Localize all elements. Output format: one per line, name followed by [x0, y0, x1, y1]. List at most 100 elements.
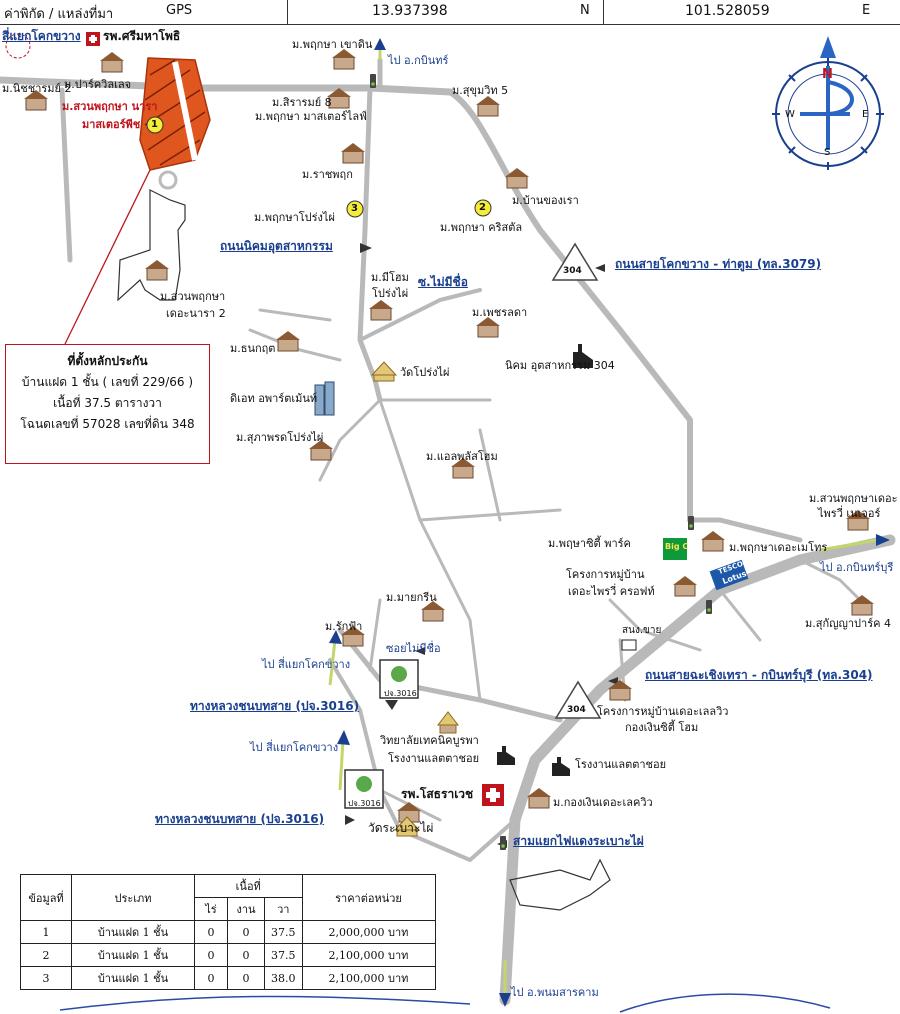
marker-2: 2 [479, 202, 486, 213]
compass-e: E [862, 109, 869, 120]
location-label: ค่าพิกัด / แหล่งที่มา [4, 7, 114, 22]
marker-3: 3 [351, 203, 358, 214]
label-kongngern-lakeview: ม.กองเงินเดอะเลควิว [553, 796, 653, 809]
cell-rai: 0 [194, 943, 228, 967]
label-college-1: วิทยาลัยเทคนิคบูรพา [380, 734, 479, 747]
house-icons [25, 56, 873, 823]
header-type: ประเภท [71, 874, 195, 921]
cell-ngan: 0 [227, 943, 265, 967]
label-big-c: Big C [665, 542, 689, 551]
label-mihome-1: ม.มีโฮม [371, 271, 409, 284]
cell-rai: 0 [194, 966, 228, 990]
label-soi-nameless: ซ.ไม่มีชื่อ [418, 275, 468, 289]
header-rai: ไร่ [194, 897, 228, 921]
header-wa: วา [264, 897, 303, 921]
label-rural-road-a: ทางหลวงชนบทสาย (ปจ.3016) [190, 699, 360, 713]
cell-no: 1 [20, 920, 72, 944]
label-petcharada: ม.เพชรลดา [472, 306, 528, 319]
cell-no: 2 [20, 943, 72, 967]
label-thanakrit: ม.ธนกฤต [230, 342, 276, 355]
label-rakfa: ม.รักฟ้า [325, 620, 363, 633]
label-pj3016-b: ปจ.3016 [348, 799, 381, 808]
cell-price: 2,100,000 บาท [301, 966, 436, 990]
table-row: 2 บ้านแฝด 1 ชั้น 0 0 37.5 2,100,000 บาท [20, 943, 436, 967]
collateral-info-box: ที่ตั้งหลักประกัน บ้านแฝด 1 ชั้น ( เลขที… [5, 344, 210, 464]
label-wat-prongphai: วัดโปร่งไผ่ [400, 366, 450, 379]
direction-arrows [328, 38, 890, 1007]
table-row: 3 บ้านแฝด 1 ชั้น 0 0 38.0 2,100,000 บาท [20, 966, 436, 990]
cell-type: บ้านแฝด 1 ชั้น [71, 943, 195, 967]
label-junction-kokkhwang: สี่แยกโคกขวาง [2, 29, 81, 43]
compass-n: N [822, 67, 833, 82]
cell-wa: 37.5 [264, 920, 303, 944]
label-to-kabinburi2: ไป อ.กบินทร์บุรี [820, 561, 894, 574]
info-title: ที่ตั้งหลักประกัน [67, 354, 148, 368]
cell-type: บ้านแฝด 1 ชั้น [71, 920, 195, 944]
label-pruksa-prongphai: ม.พฤกษาโปร่งไผ่ [254, 211, 335, 224]
label-to-phanom: ไป อ.พนมสารคาม [511, 986, 599, 999]
header-area: เนื้อที่ [194, 874, 303, 898]
label-college-2: โรงงานแลตตาชอย [388, 752, 480, 765]
cell-wa: 37.5 [264, 943, 303, 967]
label-privy-nature-2: ไพรวี่ เนเจอร์ [818, 507, 881, 520]
label-privy-croft-1: โครงการหมู่บ้าน [566, 568, 645, 581]
cell-ngan: 0 [227, 966, 265, 990]
cell-no: 3 [20, 966, 72, 990]
label-pj3016-a: ปจ.3016 [384, 689, 417, 698]
apartment-icon [314, 381, 335, 416]
big-c-icon [663, 538, 687, 560]
label-pruksa-khaodin: ม.พฤกษา เขาดิน [292, 38, 373, 51]
label-mihome-2: โปร่งไผ่ [372, 287, 409, 300]
road-network [0, 57, 896, 1006]
label-sukhumvit5: ม.สุขุมวิท 5 [452, 84, 509, 97]
info-line2: เนื้อที่ 37.5 ตารางวา [53, 396, 162, 410]
label-mai-green: ม.มายกรีน [386, 591, 437, 604]
label-road-chachoengsao: ถนนสายฉะเชิงเทรา - กบินทร์บุรี (ทล.304) [645, 668, 873, 682]
label-hospital-sothorn: รพ.โสธราเวช [401, 787, 474, 801]
signature-scribble [59, 993, 831, 1013]
label-traffic-junction: สามแยกไฟแดงระเบาะไผ่ [513, 834, 644, 848]
label-road-304: ถนนสายโคกขวาง - ท่าตูม (ทล.3079) [615, 257, 822, 271]
compass-w: W [785, 109, 795, 120]
label-suan-pruksa-2: เดอะนารา 2 [166, 307, 226, 320]
info-line3: โฉนดเลขที่ 57028 เลขที่ดิน 348 [20, 417, 195, 431]
label-industrial-road: ถนนนิคมอุตสาหกรรม [220, 239, 333, 253]
label-subject-line2: มาสเตอร์พีช [82, 118, 141, 131]
cell-type: บ้านแฝด 1 ชั้น [71, 966, 195, 990]
route-304-shield-bottom [554, 680, 602, 719]
compass-rose [772, 36, 884, 170]
label-ban-khongrao: ม.บ้านของเรา [512, 194, 579, 207]
coordinate-header: ค่าพิกัด / แหล่งที่มา GPS 13.937398 N 10… [0, 0, 900, 25]
label-ratchapruk: ม.ราชพฤก [302, 168, 353, 181]
label-park-villa: ม.ปาร์ควิลเลจ [64, 78, 132, 91]
cell-ngan: 0 [227, 920, 265, 944]
header-ngan: งาน [227, 897, 265, 921]
cell-price: 2,100,000 บาท [301, 943, 436, 967]
label-village-2: กองเงินซิตี้ โฮม [625, 721, 699, 734]
label-industrial-304: นิคม อุตสาหกรรม 304 [505, 359, 615, 372]
outline-plot [117, 189, 186, 302]
source-value: GPS [166, 3, 193, 18]
header-no: ข้อมูลที่ [20, 874, 72, 921]
lon-suffix: E [862, 3, 871, 18]
marker-1: 1 [151, 119, 158, 130]
label-wat-rabao: วัดระเบาะไผ่ [368, 821, 434, 835]
label-privy-croft-2: เดอะไพรวี่ ครอฟท์ [568, 585, 655, 598]
cell-price: 2,000,000 บาท [301, 920, 436, 944]
label-to-junction: ไป สี่แยกโคกขวาง [262, 658, 351, 671]
label-subject-line1: ม.สวนพฤกษา นารา [62, 100, 158, 113]
label-sales-office: สนง.ขาย [622, 625, 662, 636]
label-pruksa-masterlife: ม.พฤกษา มาสเตอร์ไลฟ์ [255, 110, 367, 123]
compass-s: S [824, 147, 831, 158]
tesco-icon [709, 559, 749, 591]
table-row: 1 บ้านแฝด 1 ชั้น 0 0 37.5 2,000,000 บาท [20, 920, 436, 944]
route-304-bottom: 304 [567, 705, 586, 715]
numbered-markers [146, 116, 492, 218]
route-304-top: 304 [563, 266, 582, 276]
label-village-1: โครงการหมู่บ้านเดอะเลลวิว [597, 705, 729, 718]
route-304-shield-top [551, 242, 599, 281]
label-to-junction2: ไป สี่แยกโคกขวาง [250, 741, 339, 754]
label-factory-latta: โรงงานแลตตาชอย [575, 758, 667, 771]
label-rural-road-b: ทางหลวงชนบทสาย (ปจ.3016) [155, 812, 325, 826]
label-suan-pruksa-1: ม.สวนพฤกษา [160, 290, 226, 303]
